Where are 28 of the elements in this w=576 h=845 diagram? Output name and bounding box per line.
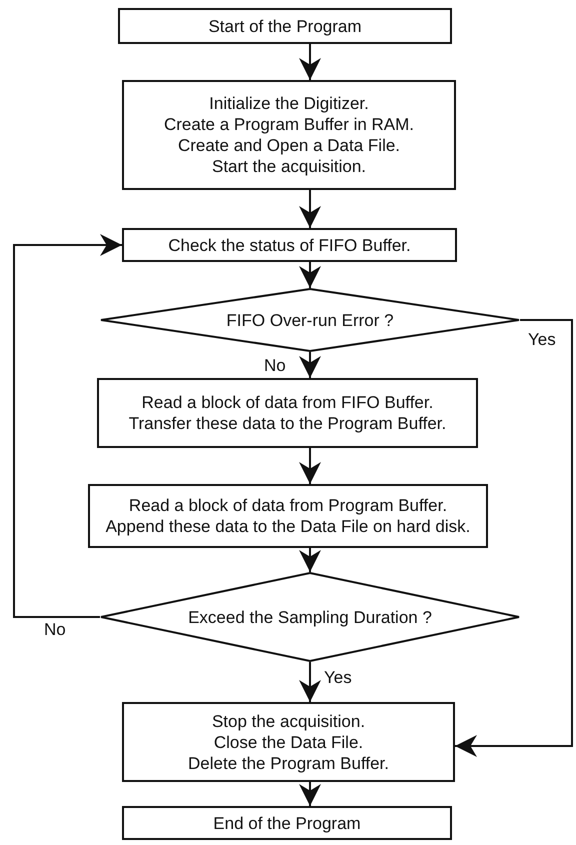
- node-text: Stop the acquisition. Close the Data File. Delete the Program Buffer.: [188, 710, 389, 774]
- arrow: [299, 548, 321, 572]
- process-box: [97, 378, 478, 448]
- arrow: [299, 44, 321, 80]
- process-box: [122, 702, 455, 782]
- node-text: Read a block of data from Program Buffer. Append these data to the Data File on hard disk.: [106, 495, 470, 537]
- node-text: End of the Program: [213, 812, 361, 834]
- process-box: [122, 228, 457, 262]
- arrow: [299, 448, 321, 484]
- arrow: [299, 662, 321, 702]
- arrow: [299, 782, 321, 806]
- node-text: Read a block of data from FIFO Buffer. Transfer these data to the Program Buffer.: [128, 392, 446, 434]
- arrow: [299, 262, 321, 288]
- process-box: [122, 806, 452, 840]
- arrow: [299, 190, 321, 228]
- node-text: Initialize the Digitizer. Create a Program Buffer in RAM. Create and Open a Data File. Start the acquisition.: [164, 93, 414, 177]
- arrow: [13, 234, 122, 618]
- node-text: FIFO Over-run Error ?: [226, 310, 394, 330]
- decision-diamond: [100, 288, 520, 352]
- decision-diamond: [100, 572, 520, 662]
- arrow: [299, 352, 321, 378]
- process-box: [122, 80, 456, 190]
- node-text: Check the status of FIFO Buffer.: [168, 234, 411, 256]
- process-box: [88, 484, 488, 548]
- arrow: [455, 319, 573, 757]
- node-text: Start of the Program: [208, 16, 362, 36]
- node-text: Exceed the Sampling Duration ?: [188, 606, 432, 628]
- process-box: [118, 8, 452, 44]
